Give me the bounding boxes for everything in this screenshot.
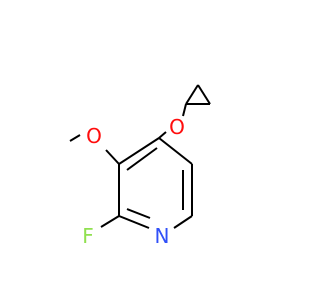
bond-n-c2-inner — [126, 208, 151, 219]
bond-c2-f — [100, 215, 120, 228]
atom-labels-group: O O F N — [82, 115, 185, 248]
bond-n-c2 — [118, 215, 150, 229]
bond-c3-omethoxy — [105, 149, 120, 165]
bond-cp3-oether — [182, 103, 187, 117]
bond-omethoxy-ch3 — [69, 134, 81, 142]
atom-label-o-methoxy: O — [86, 124, 102, 148]
bond-cp1-cp2 — [197, 84, 211, 105]
bond-oether-c4 — [158, 131, 167, 139]
atom-label-n: N — [155, 224, 170, 248]
bond-cp3-cp1 — [185, 84, 199, 105]
molecule-drawing: O O F N — [69, 84, 211, 248]
bond-c3-c4-inner — [126, 147, 158, 171]
atom-label-f: F — [82, 224, 94, 248]
atom-label-o-ether: O — [169, 115, 185, 139]
bond-c6-n — [173, 215, 193, 229]
bonds-group — [69, 84, 211, 229]
bond-c4-c5 — [158, 137, 193, 165]
structure-canvas: O O F N — [69, 84, 211, 248]
bond-c3-c4 — [118, 137, 160, 165]
